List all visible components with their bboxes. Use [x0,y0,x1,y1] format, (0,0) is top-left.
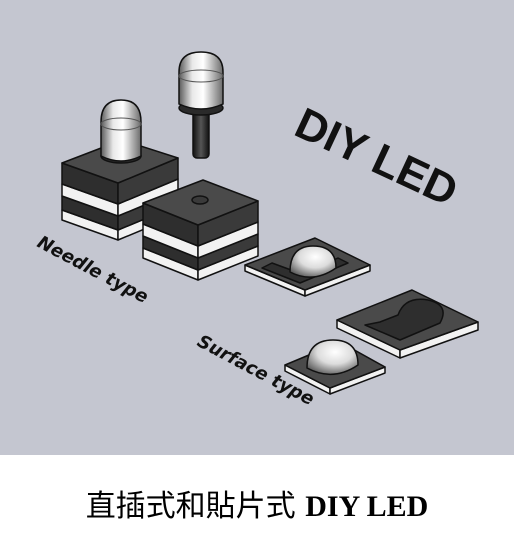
caption-text: 直插式和貼片式 DIY LED [86,481,429,525]
title-diy-led: DIY LED [288,99,465,216]
needle-block-right [142,179,259,281]
needle-led-floating [178,51,224,159]
surface-led-small [284,339,386,395]
surface-pad-with-led [244,237,371,297]
label-needle-type: Needle type [34,232,152,308]
caption-cjk: 直插式和貼片式 [85,488,296,524]
led-illustration: DIY LED Needle type Surface type [0,0,514,455]
surface-pad-socket [336,289,479,359]
needle-led-dome-left [100,99,142,164]
led-drawing: DIY LED Needle type Surface type [34,51,479,410]
caption: 直插式和貼片式 DIY LED [0,455,514,550]
caption-latin: DIY LED [305,489,429,523]
